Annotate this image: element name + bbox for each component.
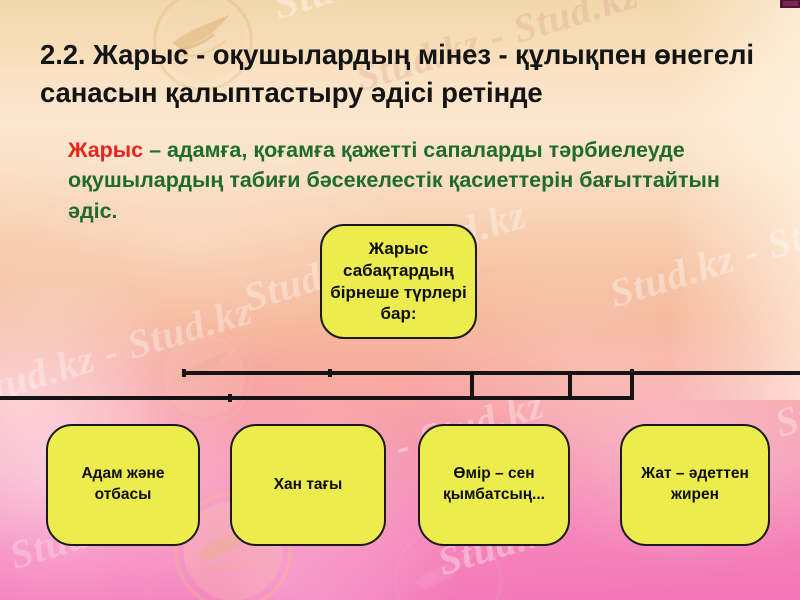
diagram-root-node[interactable]: Жарыс сабақтардың бірнеше түрлері бар: bbox=[320, 224, 477, 339]
corner-accent-mark bbox=[780, 0, 800, 8]
connector-line-upper bbox=[182, 371, 800, 375]
connector-stub-left-bottom bbox=[228, 394, 232, 402]
page-title: 2.2. Жарыс - оқушылардың мінез - құлықпе… bbox=[40, 39, 754, 109]
definition-body: – адамға, қоғамға қажетті сапаларды тәрб… bbox=[68, 137, 720, 223]
connector-drop-far-right bbox=[630, 369, 634, 400]
background-right-highlight bbox=[670, 0, 800, 400]
connector-stub-center-top bbox=[328, 369, 332, 377]
diagram-leaf-node[interactable]: Жат – әдеттен жирен bbox=[620, 424, 770, 546]
diagram-leaf-node[interactable]: Өмір – сен қымбатсың... bbox=[418, 424, 570, 546]
diagram-leaf-node[interactable]: Хан тағы bbox=[230, 424, 386, 546]
connector-stub-left-top bbox=[182, 369, 186, 377]
definition-text: Жарыс – адамға, қоғамға қажетті сапалард… bbox=[68, 135, 728, 227]
diagram-leaf-node[interactable]: Адам және отбасы bbox=[46, 424, 200, 546]
connector-drop-mid bbox=[470, 371, 474, 400]
connector-line-lower bbox=[0, 396, 634, 400]
connector-drop-right bbox=[568, 371, 572, 400]
definition-term: Жарыс bbox=[68, 137, 144, 162]
